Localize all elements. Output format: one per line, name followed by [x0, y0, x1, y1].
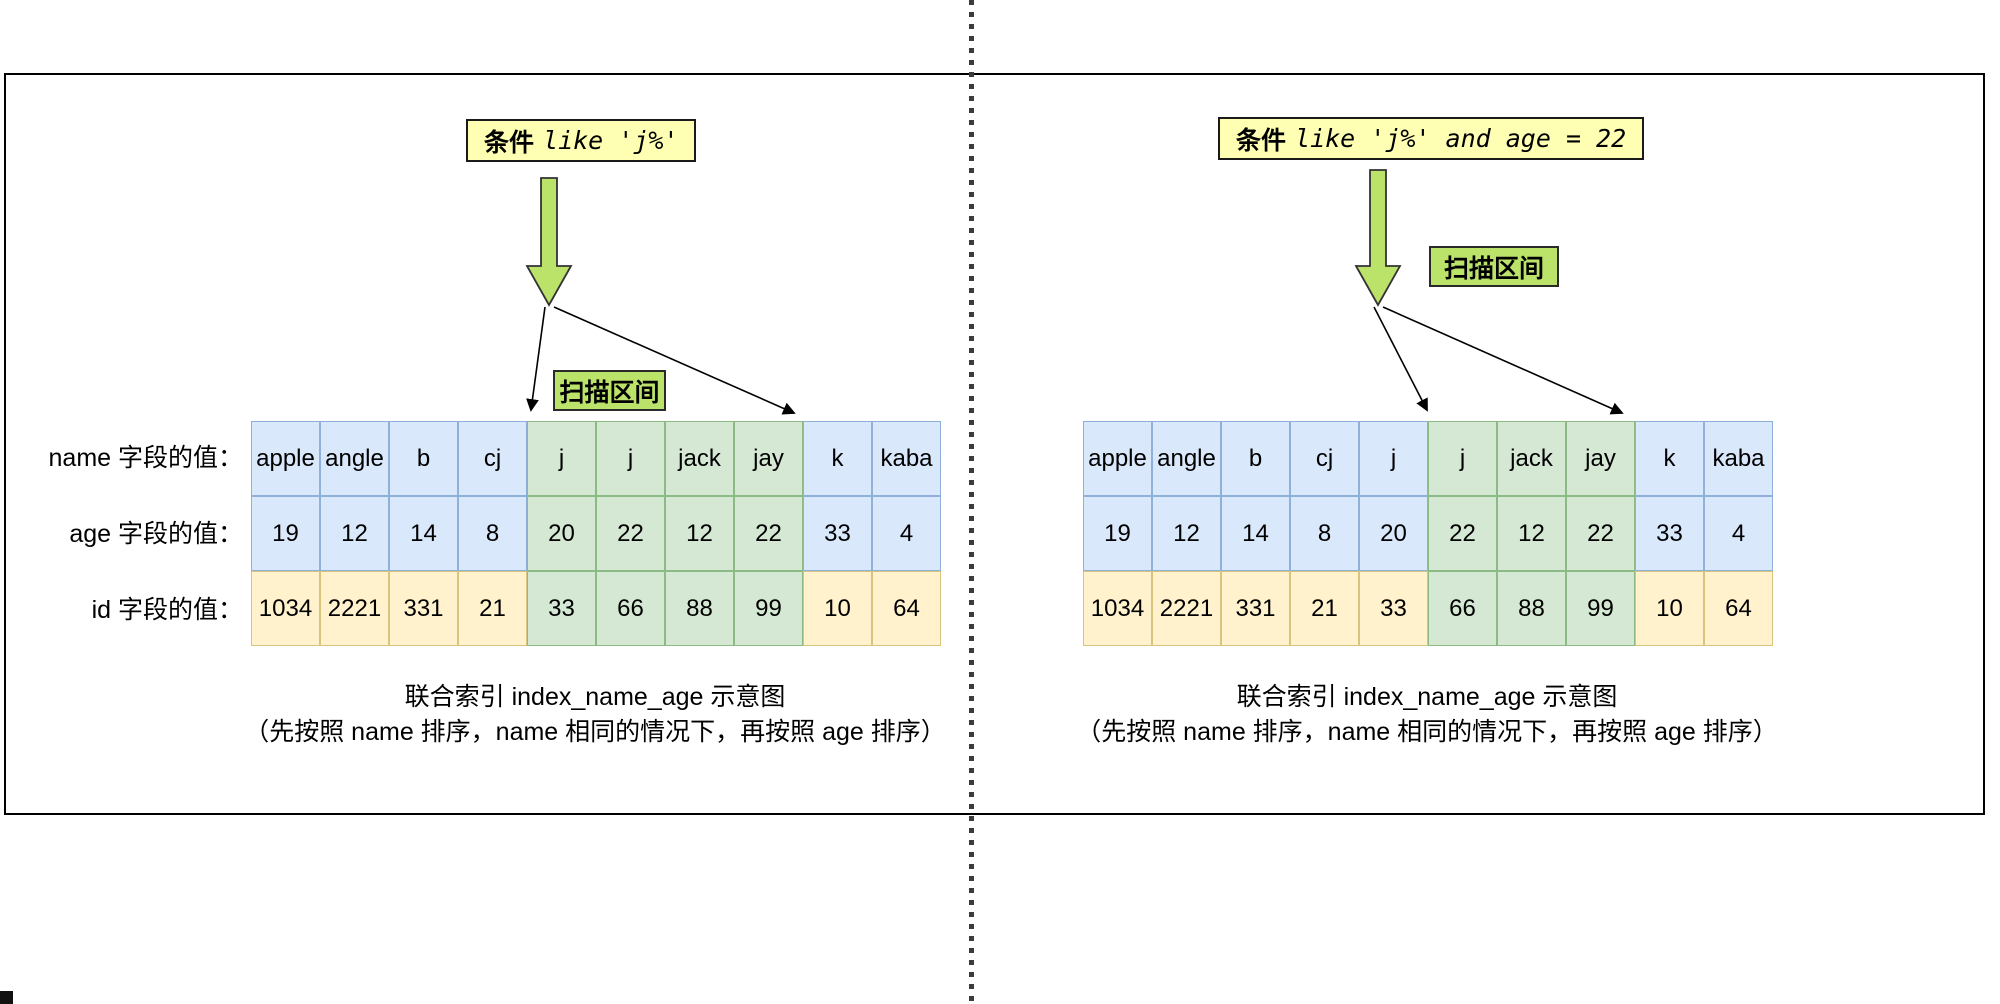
left-scan-range-label: 扫描区间: [553, 370, 666, 411]
table-cell: angle: [1152, 421, 1221, 496]
table-cell: 99: [734, 571, 803, 646]
table-cell: apple: [1083, 421, 1152, 496]
left-condition-box: 条件 like 'j%': [466, 119, 697, 162]
table-cell: jay: [1566, 421, 1635, 496]
table-cell: apple: [251, 421, 320, 496]
table-cell: 8: [1290, 496, 1359, 571]
table-cell: cj: [458, 421, 527, 496]
left-row-label-id: id 字段的值：: [91, 596, 243, 624]
table-cell: 88: [665, 571, 734, 646]
table-cell: 12: [665, 496, 734, 571]
table-cell: 331: [389, 571, 458, 646]
table-cell: 1034: [251, 571, 320, 646]
table-cell: j: [596, 421, 665, 496]
table-cell: 12: [1497, 496, 1566, 571]
table-cell: 20: [527, 496, 596, 571]
table-cell: 33: [1635, 496, 1704, 571]
diagram-frame: [4, 73, 1985, 815]
table-cell: 88: [1497, 571, 1566, 646]
table-cell: 8: [458, 496, 527, 571]
table-cell: 99: [1566, 571, 1635, 646]
left-condition-code: like 'j%': [543, 126, 679, 155]
left-row-label-age: age 字段的值：: [69, 520, 243, 548]
table-cell: 12: [320, 496, 389, 571]
table-cell: k: [1635, 421, 1704, 496]
table-cell: 22: [596, 496, 665, 571]
table-cell: 19: [251, 496, 320, 571]
table-cell: 10: [803, 571, 872, 646]
right-condition-box: 条件 like 'j%' and age = 22: [1218, 117, 1645, 160]
table-cell: j: [1359, 421, 1428, 496]
table-cell: 2221: [1152, 571, 1221, 646]
left-caption-line2: （先按照 name 排序，name 相同的情况下，再按照 age 排序）: [244, 718, 946, 746]
table-cell: 64: [872, 571, 941, 646]
table-cell: cj: [1290, 421, 1359, 496]
left-condition-prefix: 条件: [484, 128, 535, 157]
table-cell: 21: [1290, 571, 1359, 646]
table-cell: 66: [596, 571, 665, 646]
vertical-dotted-divider: [969, 0, 974, 1004]
table-cell: b: [389, 421, 458, 496]
table-cell: 22: [734, 496, 803, 571]
table-cell: kaba: [872, 421, 941, 496]
table-cell: 4: [1704, 496, 1773, 571]
table-cell: kaba: [1704, 421, 1773, 496]
table-cell: jack: [1497, 421, 1566, 496]
right-caption: 联合索引 index_name_age 示意图 （先按照 name 排序，nam…: [997, 680, 1857, 750]
table-cell: jay: [734, 421, 803, 496]
table-cell: 22: [1428, 496, 1497, 571]
right-condition-prefix: 条件: [1236, 126, 1287, 155]
table-cell: 14: [389, 496, 458, 571]
table-cell: 10: [1635, 571, 1704, 646]
right-caption-line1: 联合索引 index_name_age 示意图: [1236, 683, 1618, 711]
left-row-label-name: name 字段的值：: [48, 444, 243, 472]
table-cell: 66: [1428, 571, 1497, 646]
table-cell: 20: [1359, 496, 1428, 571]
corner-artifact: [0, 991, 13, 1004]
table-cell: 331: [1221, 571, 1290, 646]
table-cell: angle: [320, 421, 389, 496]
table-cell: 33: [527, 571, 596, 646]
table-cell: 64: [1704, 571, 1773, 646]
right-caption-line2: （先按照 name 排序，name 相同的情况下，再按照 age 排序）: [1076, 718, 1778, 746]
table-cell: jack: [665, 421, 734, 496]
table-cell: 19: [1083, 496, 1152, 571]
table-cell: k: [803, 421, 872, 496]
table-cell: 14: [1221, 496, 1290, 571]
table-cell: 12: [1152, 496, 1221, 571]
table-cell: 33: [1359, 571, 1428, 646]
table-cell: 2221: [320, 571, 389, 646]
table-cell: j: [527, 421, 596, 496]
table-cell: 22: [1566, 496, 1635, 571]
left-caption: 联合索引 index_name_age 示意图 （先按照 name 排序，nam…: [165, 680, 1025, 750]
table-cell: j: [1428, 421, 1497, 496]
table-cell: 4: [872, 496, 941, 571]
right-scan-range-label: 扫描区间: [1429, 246, 1559, 287]
table-cell: 33: [803, 496, 872, 571]
left-caption-line1: 联合索引 index_name_age 示意图: [404, 683, 786, 711]
right-condition-code: like 'j%' and age = 22: [1295, 124, 1627, 153]
table-cell: 1034: [1083, 571, 1152, 646]
table-cell: 21: [458, 571, 527, 646]
table-cell: b: [1221, 421, 1290, 496]
